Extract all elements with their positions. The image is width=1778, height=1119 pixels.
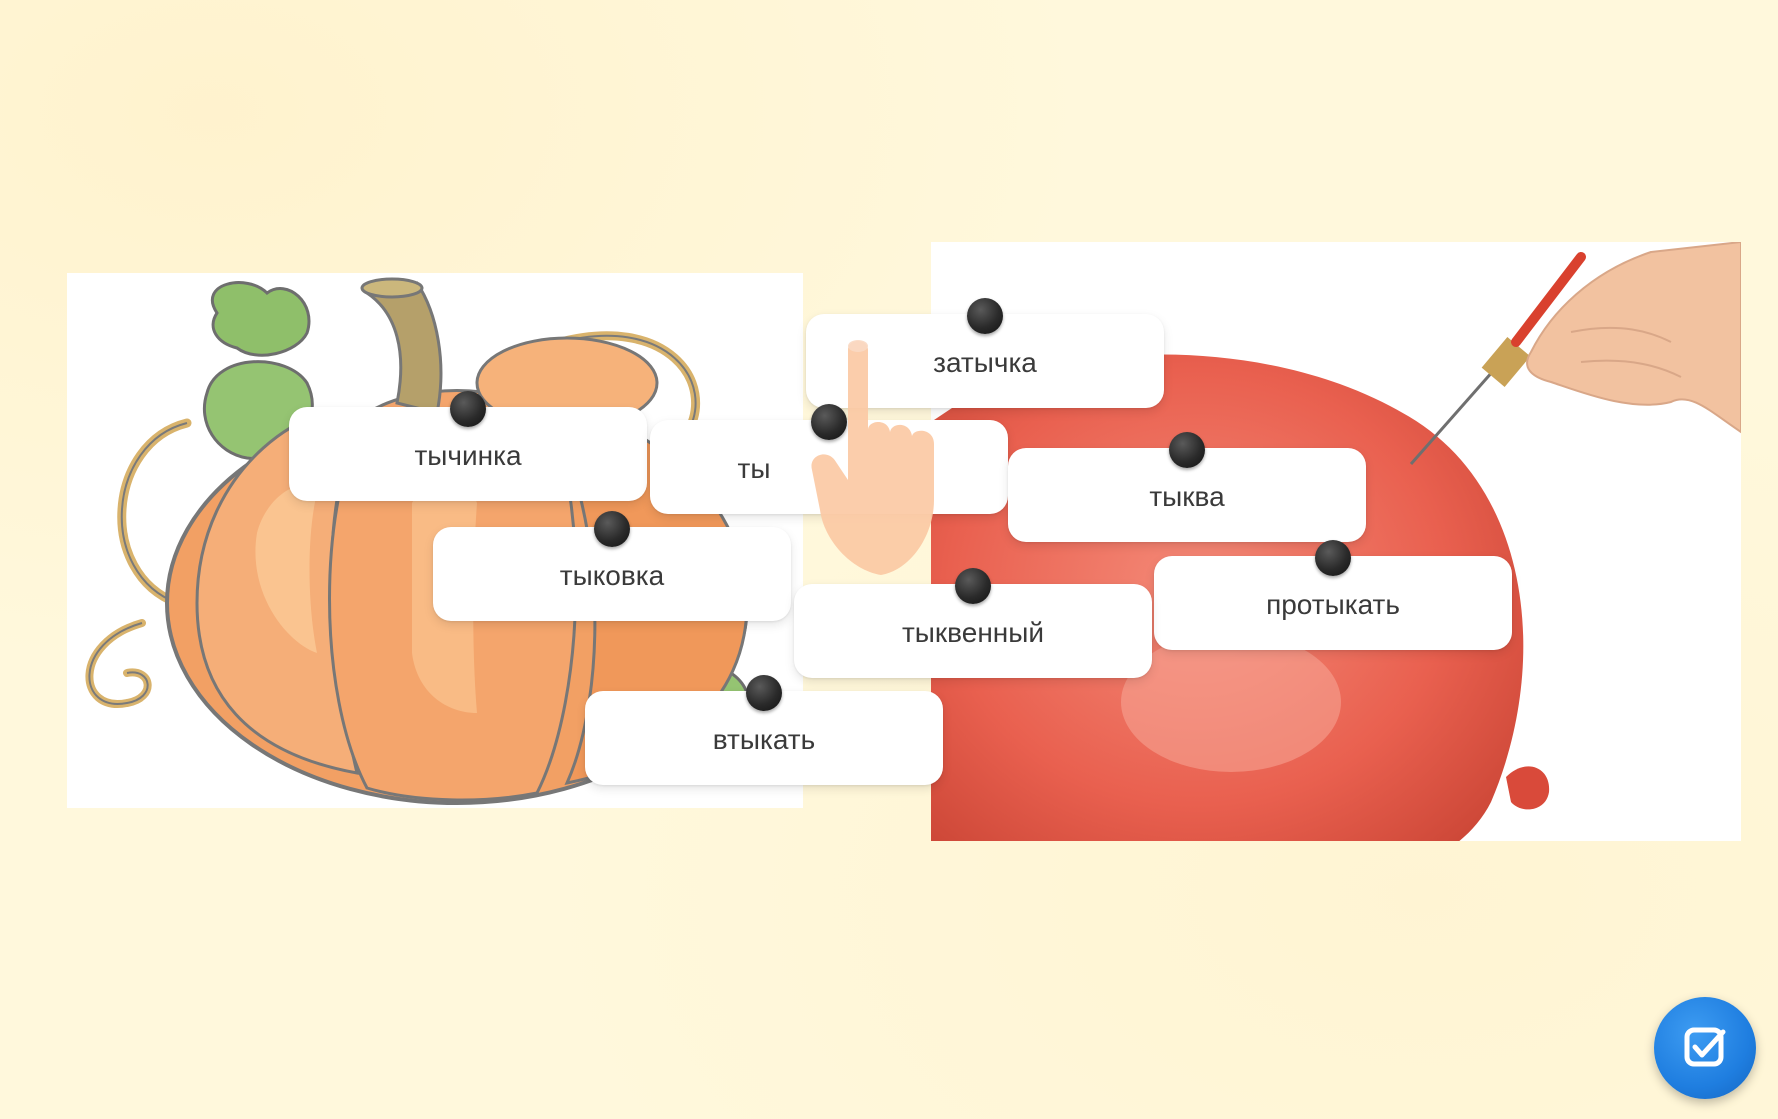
pin-icon: [967, 298, 1003, 334]
word-card-label: тычинка: [414, 440, 522, 471]
word-card-tykva[interactable]: тыква: [1008, 432, 1366, 542]
word-card-label: затычка: [933, 347, 1037, 378]
word-card-label: тыковка: [559, 560, 665, 591]
word-card-label: тыквенный: [901, 617, 1045, 648]
word-card-ty[interactable]: ты: [650, 404, 1008, 514]
word-card-label: ты: [737, 453, 771, 484]
pin-icon: [594, 511, 630, 547]
word-card-label: тыква: [1149, 481, 1225, 512]
word-card-vtykat[interactable]: втыкать: [585, 675, 943, 785]
word-card-tykvenny[interactable]: тыквенный: [794, 568, 1152, 678]
checklist-icon: [1684, 1027, 1726, 1067]
word-card-zatychka[interactable]: затычка: [806, 298, 1164, 408]
word-card-tychinka[interactable]: тычинка: [289, 391, 647, 501]
word-card-protykat[interactable]: протыкать: [1154, 540, 1512, 650]
pin-icon: [1169, 432, 1205, 468]
pin-icon: [450, 391, 486, 427]
word-card-tykovka[interactable]: тыковка: [433, 511, 791, 621]
pin-icon: [1315, 540, 1351, 576]
pin-icon: [811, 404, 847, 440]
check-answers-button[interactable]: [1654, 997, 1756, 1099]
word-card-label: втыкать: [712, 724, 816, 755]
word-card-label: протыкать: [1266, 589, 1400, 620]
pin-icon: [746, 675, 782, 711]
pin-icon: [955, 568, 991, 604]
